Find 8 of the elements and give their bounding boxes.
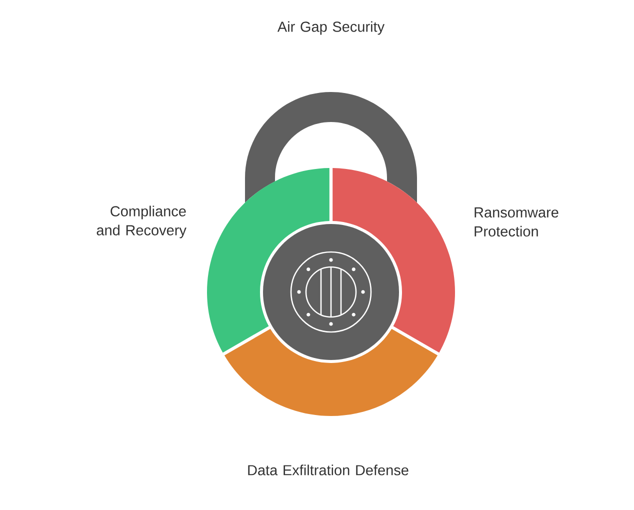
lock-segment (207, 168, 330, 353)
shackle (245, 92, 417, 203)
segment-label: Ransomware Protection (474, 207, 558, 237)
segment-label: Air Gap Security (277, 21, 385, 35)
segment-label: Compliance and Recovery (96, 206, 186, 238)
lock-segment (332, 168, 455, 353)
segment-label: Data Exfiltration Defense (248, 464, 408, 476)
lock-segment (224, 328, 438, 416)
